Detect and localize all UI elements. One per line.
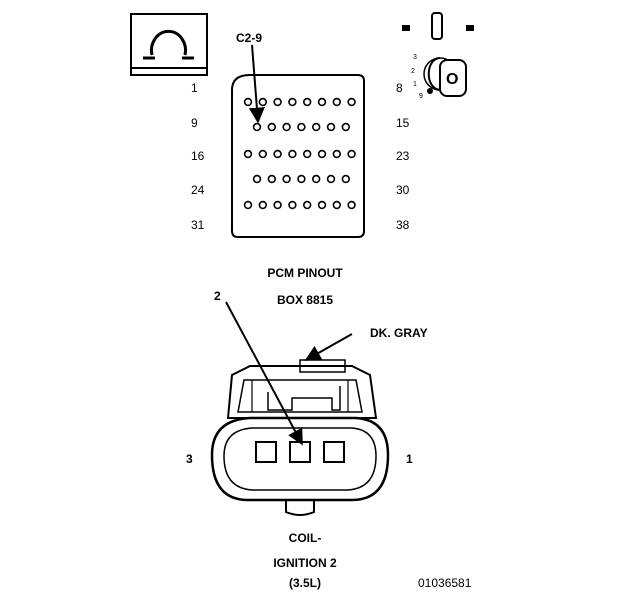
pcm-pin (303, 149, 312, 159)
pcm-pin (312, 122, 321, 132)
pcm-pin (267, 174, 276, 184)
coil-terminal-2 (289, 441, 311, 463)
pcm-row-label-right: 8 (396, 81, 403, 95)
coil-pin-callout-label: 2 (214, 289, 221, 303)
pcm-pin (258, 149, 267, 159)
pcm-pin (273, 149, 282, 159)
ohm-symbol-icon (130, 13, 208, 76)
pcm-pin (288, 97, 297, 107)
pcm-pin (332, 200, 341, 210)
key-position-number: 2 (411, 68, 415, 75)
coil-caption-line-2: IGNITION 2 (273, 556, 337, 570)
pcm-row-label-right: 23 (396, 149, 410, 163)
pcm-pin (273, 97, 282, 107)
pcm-pin (252, 174, 262, 184)
key-position-number: 3 (413, 54, 417, 61)
pcm-pin (243, 200, 253, 210)
pcm-pin (332, 97, 341, 107)
pcm-pin (347, 200, 356, 210)
pcm-pin (347, 97, 356, 107)
pcm-row-label-left: 31 (191, 218, 205, 232)
pcm-pin (273, 200, 282, 210)
pcm-row-label-left: 24 (191, 183, 205, 197)
pcm-box-number: BOX 8815 (276, 293, 334, 307)
pcm-callout-label: C2-9 (236, 31, 263, 45)
figure-id: 01036581 (418, 576, 472, 590)
pcm-connector (231, 74, 365, 238)
coil-terminal-1 (323, 441, 345, 463)
pcm-pin (282, 122, 291, 132)
coil-caption-line-3: (3.5L) (288, 576, 321, 590)
key-position-number: 1 (413, 81, 417, 88)
pcm-pin (243, 149, 253, 159)
coil-connector (210, 359, 390, 516)
pcm-pin (288, 149, 297, 159)
pcm-pin (258, 200, 267, 210)
pcm-pin (258, 97, 267, 107)
pcm-pin (326, 122, 336, 132)
pcm-pin (317, 149, 327, 159)
pcm-row-label-right: 30 (396, 183, 410, 197)
coil-caption-line-1: COIL- (288, 531, 322, 545)
ignition-key-icon (402, 12, 474, 97)
wire-color-callout-arrow (304, 333, 353, 361)
pin-c2-9-callout-arrow (248, 44, 265, 124)
pcm-pin (312, 174, 321, 184)
coil-pin-2-callout-arrow (225, 301, 303, 446)
pcm-pin (317, 97, 327, 107)
pcm-row-label-left: 16 (191, 149, 205, 163)
pcm-pin (297, 122, 306, 132)
pcm-pin (297, 174, 306, 184)
pcm-title: PCM PINOUT (267, 266, 343, 280)
pcm-pin (317, 200, 327, 210)
pcm-row-label-left: 1 (191, 81, 198, 95)
pcm-pin-grid (243, 97, 356, 210)
pcm-pin (303, 97, 312, 107)
pcm-row-label-right: 15 (396, 116, 410, 130)
wire-color-label: DK. GRAY (370, 326, 428, 340)
pcm-pin (326, 174, 336, 184)
pcm-pin (267, 122, 276, 132)
pcm-pin (347, 149, 356, 159)
key-letter: O (446, 71, 459, 88)
pcm-pin (341, 122, 350, 132)
coil-pin-label-right: 1 (406, 452, 413, 466)
pcm-pin (341, 174, 350, 184)
pcm-pin (332, 149, 341, 159)
pcm-pin (243, 97, 253, 107)
pcm-pin (252, 122, 262, 132)
pcm-row-label-left: 9 (191, 116, 198, 130)
pcm-row-label-right: 38 (396, 218, 410, 232)
coil-terminal-3 (255, 441, 277, 463)
coil-pin-label-left: 3 (186, 452, 193, 466)
pcm-pin (303, 200, 312, 210)
pcm-pin (282, 174, 291, 184)
key-position-number: 9 (419, 93, 423, 100)
pcm-pin (288, 200, 297, 210)
